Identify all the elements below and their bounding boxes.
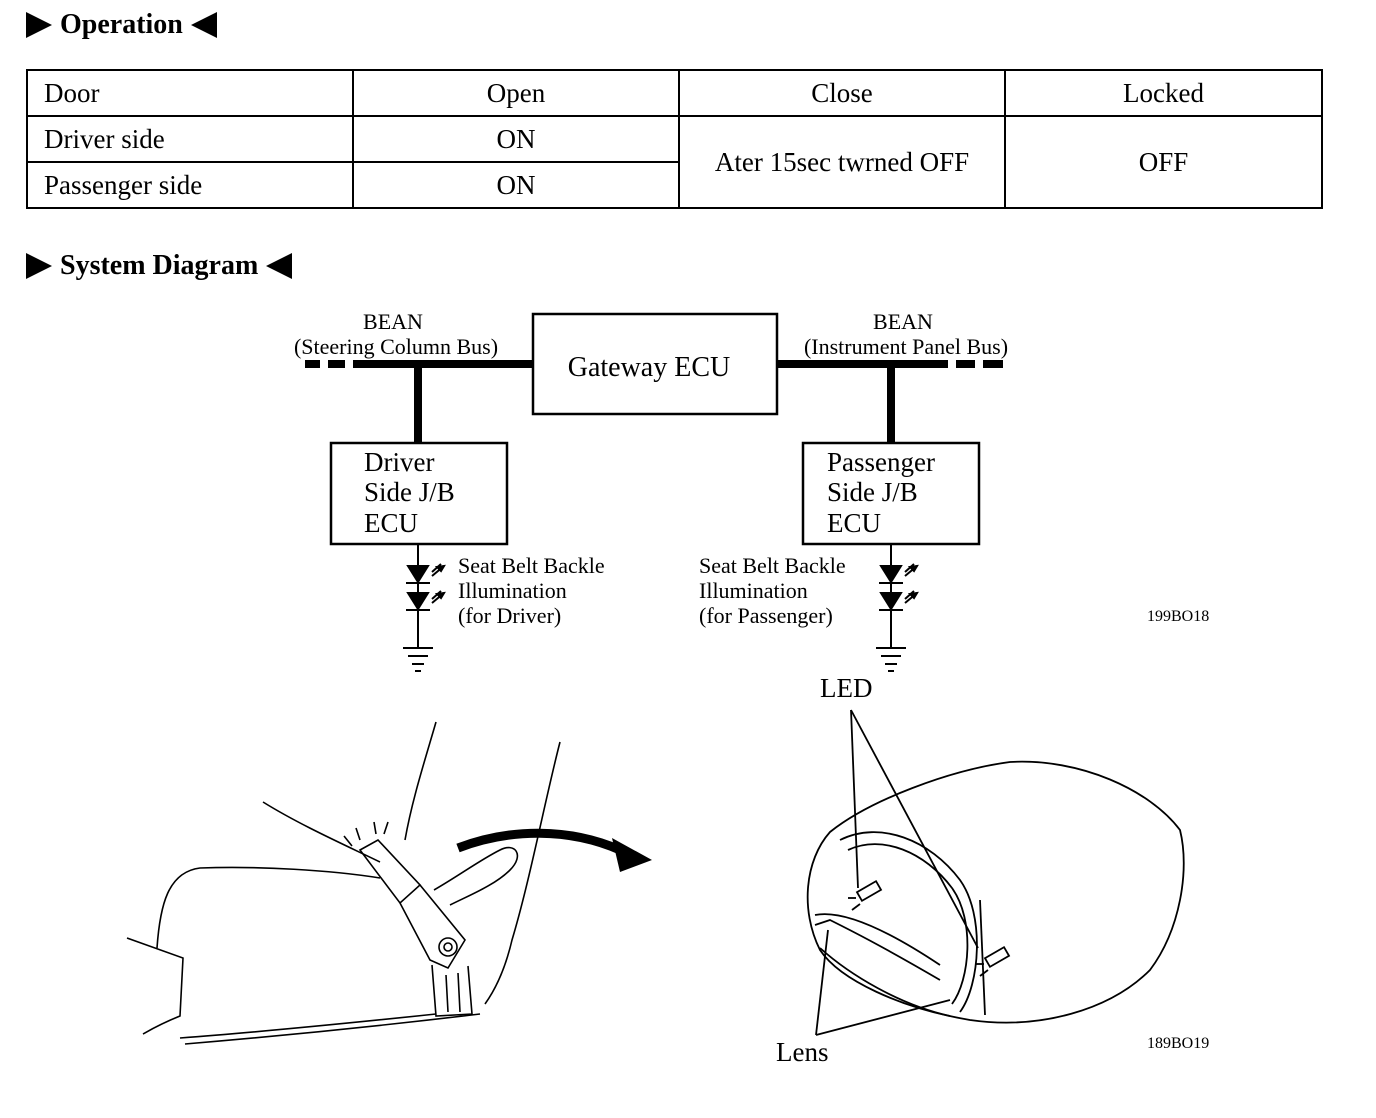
buckle-detail-illustration <box>806 709 1185 1036</box>
bus-right-label-line1: BEAN <box>873 309 933 334</box>
triangle-right-icon <box>26 253 52 279</box>
triangle-left-icon <box>190 12 217 38</box>
header-locked: Locked <box>1004 69 1323 117</box>
table-row: Passenger side ON <box>26 161 1322 209</box>
driver-led-circuit <box>403 544 446 672</box>
figure-code-bottom: 189BO19 <box>1147 1035 1209 1052</box>
ground-icon <box>876 647 906 672</box>
row-open-driver: ON <box>352 115 680 163</box>
system-diagram-heading-text: System Diagram <box>60 250 259 281</box>
triangle-right-icon <box>26 12 52 38</box>
figure-code-top: 199BO18 <box>1147 608 1209 625</box>
ground-icon <box>403 647 433 672</box>
led-icon <box>879 563 919 584</box>
driver-ecu-line1: Driver <box>364 447 434 477</box>
led-icon <box>406 563 446 584</box>
led-bulb-icon <box>848 879 883 911</box>
bus-left-label-line1: BEAN <box>363 309 423 334</box>
passenger-ecu-box <box>801 441 981 546</box>
led-label: LED <box>820 673 872 703</box>
triangle-left-icon <box>266 253 293 279</box>
led-icon <box>879 590 919 611</box>
row-door-driver: Driver side <box>26 115 354 163</box>
bus-lines <box>305 360 1003 443</box>
curved-arrow-icon <box>456 828 652 872</box>
passenger-ecu-line3: ECU <box>827 508 881 538</box>
lens-label: Lens <box>776 1037 828 1067</box>
passenger-led-label-line2: Illumination <box>699 578 808 603</box>
operation-table: Door Open Close Locked Driver side ON At… <box>26 69 1323 209</box>
driver-ecu-line3: ECU <box>364 508 418 538</box>
row-door-passenger: Passenger side <box>26 161 354 209</box>
led-icon <box>406 590 446 611</box>
passenger-led-label-line3: (for Passenger) <box>699 603 833 628</box>
header-open: Open <box>352 69 680 117</box>
bus-left-label-line2: (Steering Column Bus) <box>294 334 498 359</box>
row-open-passenger: ON <box>352 161 680 209</box>
passenger-ecu-line2: Side J/B <box>827 477 918 507</box>
operation-heading: Operation <box>26 9 217 41</box>
header-close: Close <box>678 69 1006 117</box>
locked-cell: OFF <box>1004 115 1323 209</box>
driver-led-label-line2: Illumination <box>458 578 567 603</box>
passenger-ecu-line1: Passenger <box>827 447 935 477</box>
operation-heading-text: Operation <box>60 9 183 40</box>
driver-ecu-line2: Side J/B <box>364 477 455 507</box>
table-row: Driver side ON Ater 15sec twrned OFF OFF <box>26 115 1323 209</box>
bus-right-label-line2: (Instrument Panel Bus) <box>804 334 1008 359</box>
system-diagram-heading: System Diagram <box>26 250 293 282</box>
driver-led-label-line3: (for Driver) <box>458 603 561 628</box>
passenger-led-label-line1: Seat Belt Backle <box>699 553 846 578</box>
led-bulb-icon <box>976 945 1011 977</box>
passenger-led-circuit <box>876 544 919 672</box>
close-cell: Ater 15sec twrned OFF <box>678 115 1006 209</box>
driver-ecu-box <box>329 441 509 546</box>
seat-illustration <box>126 721 561 1045</box>
header-door: Door <box>26 69 354 117</box>
driver-led-label-line1: Seat Belt Backle <box>458 553 605 578</box>
gateway-ecu-label: Gateway ECU <box>568 352 731 383</box>
table-header-row: Door Open Close Locked <box>26 69 1323 117</box>
gateway-ecu-box <box>531 312 779 416</box>
